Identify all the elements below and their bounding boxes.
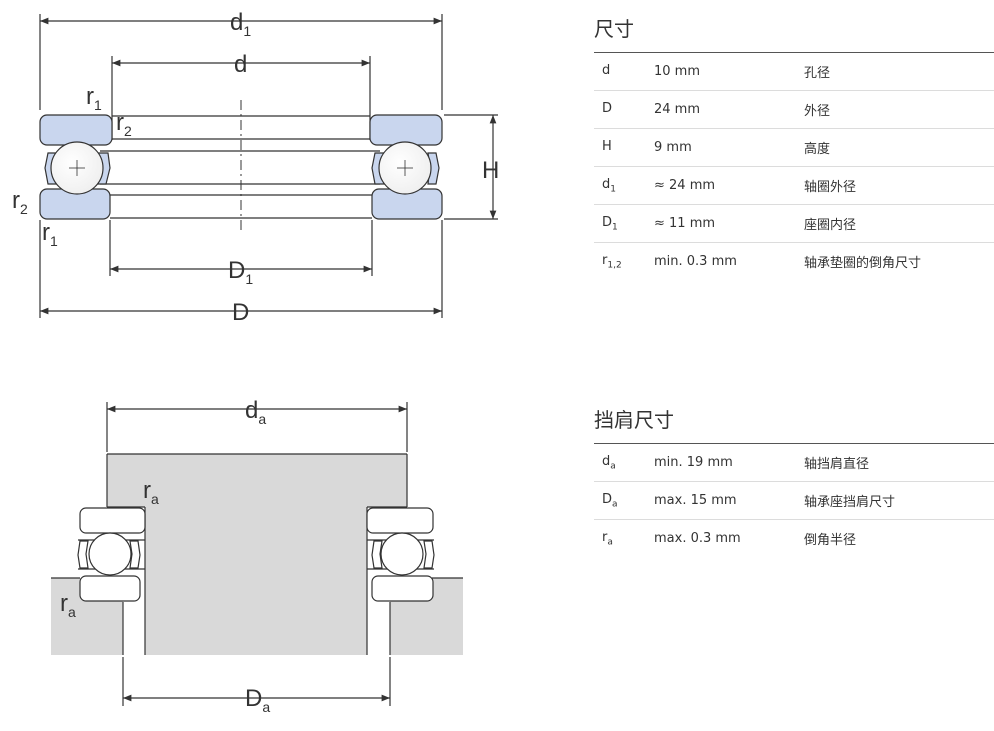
- label-ra-left: ra: [60, 590, 76, 620]
- abutment-table: da min. 19 mm 轴挡肩直径 Da max. 15 mm 轴承座挡肩尺寸 ra ma…: [594, 444, 994, 557]
- row-symbol: H: [602, 138, 612, 154]
- label-ra-top: ra: [143, 477, 159, 507]
- row-value: min. 19 mm: [654, 455, 733, 470]
- row-value: max. 0.3 mm: [654, 531, 741, 546]
- top-bearing-drawing: [39, 14, 498, 318]
- label-Da: Da: [245, 685, 270, 715]
- label-D1: D1: [228, 257, 253, 287]
- row-description: 轴圈外径: [804, 180, 857, 195]
- label-da: da: [245, 397, 266, 427]
- row-symbol: D: [602, 100, 613, 116]
- row-description: 高度: [804, 142, 831, 157]
- row-description: 孔径: [804, 66, 831, 81]
- abutment-title: 挡肩尺寸: [594, 404, 994, 444]
- table-row: H 9 mm 高度: [594, 129, 994, 167]
- row-description: 座圈内径: [804, 218, 857, 233]
- table-row: D 24 mm 外径: [594, 91, 994, 129]
- row-value: 10 mm: [654, 64, 701, 79]
- label-r2-left: r2: [12, 187, 28, 217]
- label-r1-top: r1: [86, 83, 102, 113]
- abutment-section: 挡肩尺寸 da min. 19 mm 轴挡肩直径 Da max. 15 mm 轴承座挡肩尺…: [594, 404, 994, 557]
- label-H: H: [482, 157, 499, 184]
- label-D: D: [232, 299, 249, 326]
- row-description: 外径: [804, 104, 831, 119]
- row-symbol: Da: [602, 491, 618, 510]
- row-value: max. 15 mm: [654, 493, 737, 508]
- dimensions-section: 尺寸 d 10 mm 孔径 D 24 mm 外径 H 9 mm 高度 d1 ≈ 24 mm 轴圈外径 D…: [594, 13, 994, 280]
- table-row: d1 ≈ 24 mm 轴圈外径: [594, 167, 994, 205]
- label-r2-top: r2: [116, 109, 132, 139]
- row-symbol: D1: [602, 214, 618, 233]
- label-d1: d1: [230, 9, 251, 39]
- row-symbol: d1: [602, 176, 616, 195]
- row-description: 轴挡肩直径: [804, 457, 870, 472]
- row-symbol: ra: [602, 529, 613, 548]
- row-value: 9 mm: [654, 140, 692, 155]
- table-row: Da max. 15 mm 轴承座挡肩尺寸: [594, 482, 994, 520]
- label-d: d: [234, 51, 247, 78]
- table-row: d 10 mm 孔径: [594, 53, 994, 91]
- row-value: ≈ 11 mm: [654, 216, 716, 231]
- label-r1-bottom: r1: [42, 219, 58, 249]
- row-value: 24 mm: [654, 102, 701, 117]
- table-row: r1,2 min. 0.3 mm 轴承垫圈的倒角尺寸: [594, 243, 994, 280]
- table-row: ra max. 0.3 mm 倒角半径: [594, 520, 994, 557]
- row-value: min. 0.3 mm: [654, 254, 737, 269]
- dimensions-title: 尺寸: [594, 13, 994, 53]
- row-symbol: r1,2: [602, 252, 622, 271]
- dimensions-table: d 10 mm 孔径 D 24 mm 外径 H 9 mm 高度 d1 ≈ 24 mm 轴圈外径 D1 ≈ …: [594, 53, 994, 280]
- row-description: 轴承座挡肩尺寸: [804, 495, 896, 510]
- row-description: 倒角半径: [804, 533, 857, 548]
- row-symbol: d: [602, 62, 611, 78]
- table-row: da min. 19 mm 轴挡肩直径: [594, 444, 994, 482]
- row-value: ≈ 24 mm: [654, 178, 716, 193]
- row-symbol: da: [602, 453, 616, 472]
- bottom-bearing-drawing: [51, 402, 463, 706]
- row-description: 轴承垫圈的倒角尺寸: [804, 256, 922, 271]
- table-row: D1 ≈ 11 mm 座圈内径: [594, 205, 994, 243]
